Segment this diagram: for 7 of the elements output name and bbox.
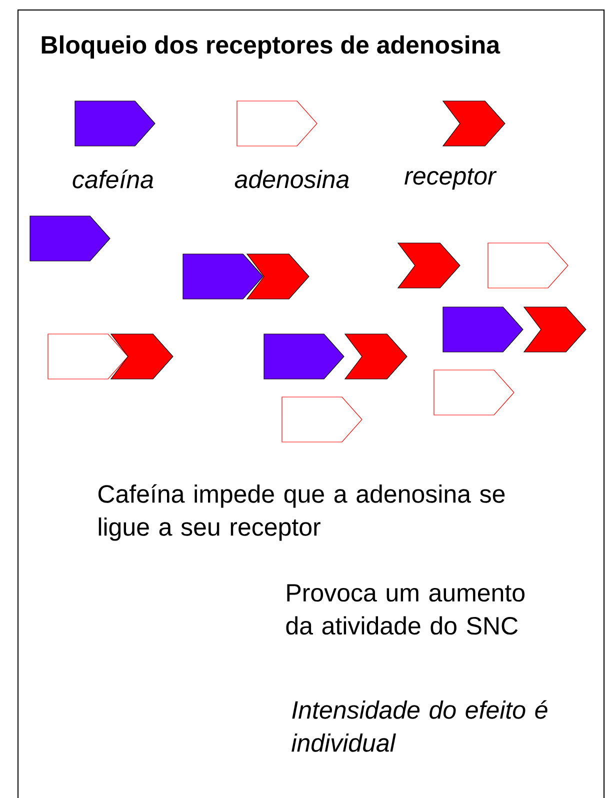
- note-text: Intensidade do efeito é individual: [292, 700, 548, 752]
- legend-label: receptor: [404, 168, 497, 190]
- note-text: Cafeína impede que a adenosina se ligue a seu receptor: [98, 484, 505, 541]
- legend-label: cafeína: [72, 170, 154, 188]
- legend-label: adenosina: [234, 170, 349, 188]
- note-text: Provoca um aumento da atividade do SNC: [286, 584, 524, 635]
- title: Bloqueio dos receptores de adenosina: [42, 35, 500, 59]
